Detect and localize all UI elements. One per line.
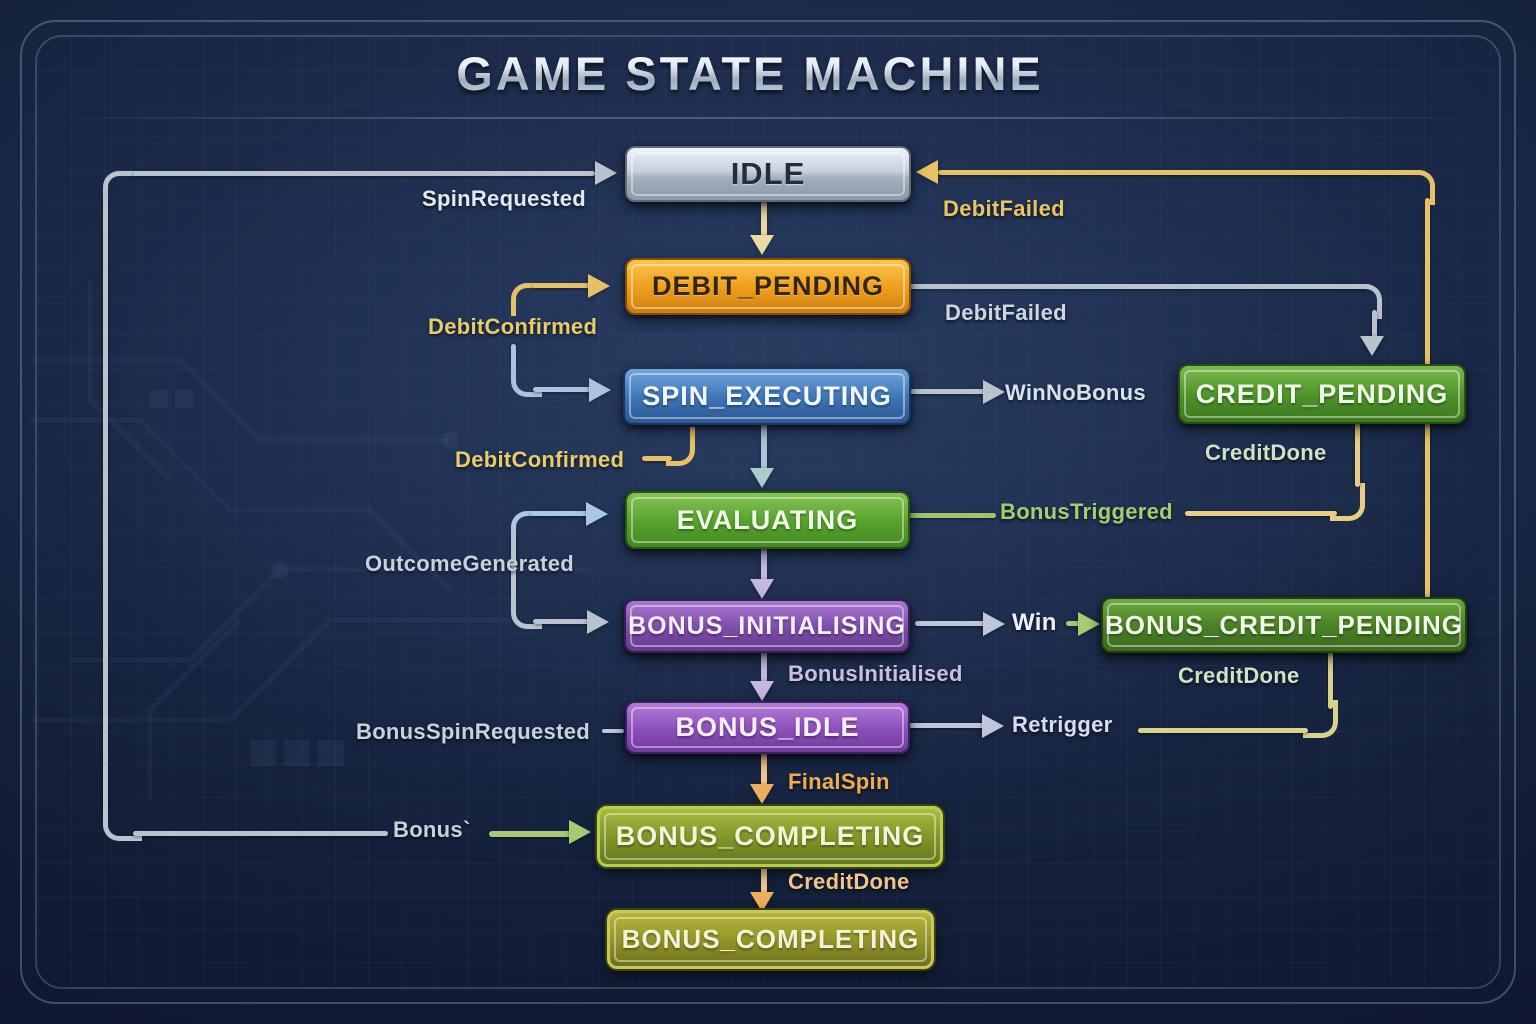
state-bonus-credit-pending: BONUS_CREDIT_PENDING [1101,597,1467,653]
edge-outcomegenerated-up-corner [511,511,542,542]
edge-debitconfirmed2-corner [666,427,695,466]
edge-outcomegenerated-down-line [533,619,589,624]
state-evaluating: EVALUATING [625,491,910,549]
edge-finalspin-line [761,752,767,786]
edge-winnobonus-line [907,389,985,394]
edge-debitconfirmed2-line [642,456,672,461]
label-debitconfirmed-left: DebitConfirmed [428,314,598,339]
arrowhead-bonus [569,820,591,844]
label-creditdone-right: CreditDone [1205,440,1327,465]
state-credit-pending: CREDIT_PENDING [1178,364,1466,424]
label-finalspin: FinalSpin [788,769,890,794]
circuit-pattern [30,280,590,800]
edge-bonustriggered-yellow-corner [1330,483,1365,521]
edge-creditdone-bottom-line [761,862,767,894]
arrowhead-debitfailed-mid [1360,336,1384,356]
state-spin-executing: SPIN_EXECUTING [623,367,911,425]
edge-bonustriggered-yellow-drop [1355,421,1360,487]
edge-bonus-line [133,831,388,836]
arrowhead-debitconfirmed-up [588,274,610,298]
edge-debitpending-to-spin-line [761,423,767,470]
edge-win-green-line [1066,621,1080,626]
edge-debitfailed-return-corner [1398,170,1435,205]
edge-debitconfirmed-down-line [511,344,516,368]
edge-win-line [915,621,985,626]
edge-debitfailed-mid-drop [1372,310,1377,338]
arrowhead-win-green [1078,612,1100,636]
label-bonusinitialised: BonusInitialised [788,661,963,686]
edge-outcomegenerated-down-corner [511,594,542,629]
state-bonus-initialising: BONUS_INITIALISING [624,599,910,653]
edge-debitfailed-mid-line [907,284,1367,289]
edge-outcomegenerated-rail [511,533,516,598]
edge-creditdone-bonus-corner [1303,700,1338,738]
title-divider [44,117,1492,119]
arrowhead-idle-to-debitpending [750,235,774,255]
label-debitconfirmed-bottom: DebitConfirmed [455,447,625,472]
arrowhead-debitfailed-return [916,160,938,184]
arrowhead-creditdone-bottom [750,892,774,912]
edge-outcomegenerated-up-line [530,511,588,516]
label-bonusspinrequested: BonusSpinRequested [356,719,590,744]
arrowhead-winnobonus [983,380,1005,404]
arrowhead-evaluating-to-bonusinit [750,579,774,599]
label-outcomegenerated: OutcomeGenerated [365,551,574,576]
edge-bonus-green-line [489,831,571,837]
arrowhead-outcomegenerated-down [587,610,609,634]
label-bonus: Bonus` [393,817,471,842]
arrowhead-bonusinitialised [750,681,774,701]
edge-bonustriggered-line [908,513,996,518]
label-winnobonus: WinNoBonus [1005,380,1146,405]
edge-spinrequested-corner [103,171,142,210]
arrowhead-win [983,612,1005,636]
label-win: Win [1012,609,1057,636]
edge-creditdone-bonus-drop [1328,651,1333,709]
edge-debitconfirmed-up-corner [511,283,542,316]
edge-bonusinitialised-line [761,651,767,683]
arrowhead-spinrequested [595,161,617,185]
arrowhead-debitpending-to-spin [750,468,774,488]
edge-bonusspinrequested-dash [602,729,624,733]
state-idle: IDLE [625,146,911,202]
edge-idle-to-debitpending-line [761,201,767,237]
state-bonus-idle: BONUS_IDLE [625,701,910,754]
edge-creditdone-bonus-line [1138,728,1308,733]
edge-bonus-corner [103,808,142,841]
edge-spinrequested-line [133,171,595,176]
page-title: GAME STATE MACHINE [0,46,1500,101]
state-bonus-completing: BONUS_COMPLETING [597,806,943,867]
edge-debitconfirmed-down-line2 [533,387,591,392]
arrowhead-finalspin [750,784,774,804]
edge-debitfailed-mid-corner [1345,284,1382,319]
label-bonustriggered: BonusTriggered [1000,499,1173,524]
edge-debitfailed-return-line [938,170,1404,175]
label-debitfailed-mid: DebitFailed [945,300,1067,325]
edge-debitconfirmed-up-line [532,283,590,288]
state-bonus-completing-final: BONUS_COMPLETING [607,910,934,969]
label-spinrequested: SpinRequested [422,186,587,211]
edge-debitconfirmed-down-corner [511,362,542,397]
edge-retrigger-line [908,723,984,728]
label-creditdone-bonus: CreditDone [1178,663,1300,688]
arrowhead-outcomegenerated-up [586,502,608,526]
edge-left-rail-line [103,200,108,814]
label-debitfailed-top: DebitFailed [943,196,1065,221]
label-creditdone-bottom: CreditDone [788,869,910,894]
edge-evaluating-to-bonusinit-line [761,547,767,581]
edge-bonustriggered-yellow-line [1185,511,1337,516]
state-debit-pending: DEBIT_PENDING [625,258,911,315]
arrowhead-retrigger [982,714,1004,738]
arrowhead-debitconfirmed-down [589,378,611,402]
label-retrigger: Retrigger [1012,712,1113,737]
